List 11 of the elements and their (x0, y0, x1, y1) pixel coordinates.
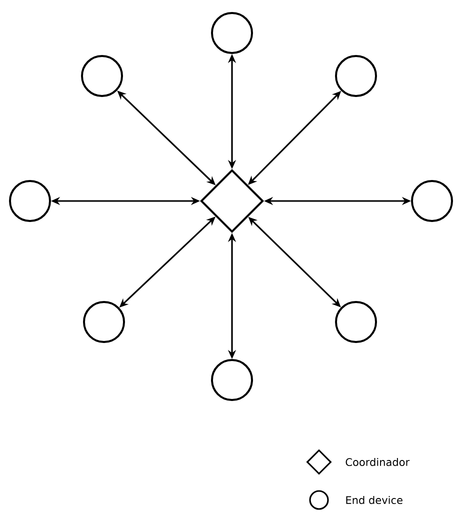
coordinator-diamond (200, 169, 264, 233)
legend-label: End device (346, 496, 402, 504)
legend-label: Coordinador (346, 458, 410, 466)
end-device-circle (211, 12, 253, 54)
end-device-circle (83, 301, 125, 343)
end-device-circle (9, 180, 51, 222)
end-device-circle (411, 180, 453, 222)
end-device-circle (335, 301, 377, 343)
end-device-circle (211, 359, 253, 401)
end-device-circle (335, 55, 377, 97)
end-device-circle (81, 55, 123, 97)
